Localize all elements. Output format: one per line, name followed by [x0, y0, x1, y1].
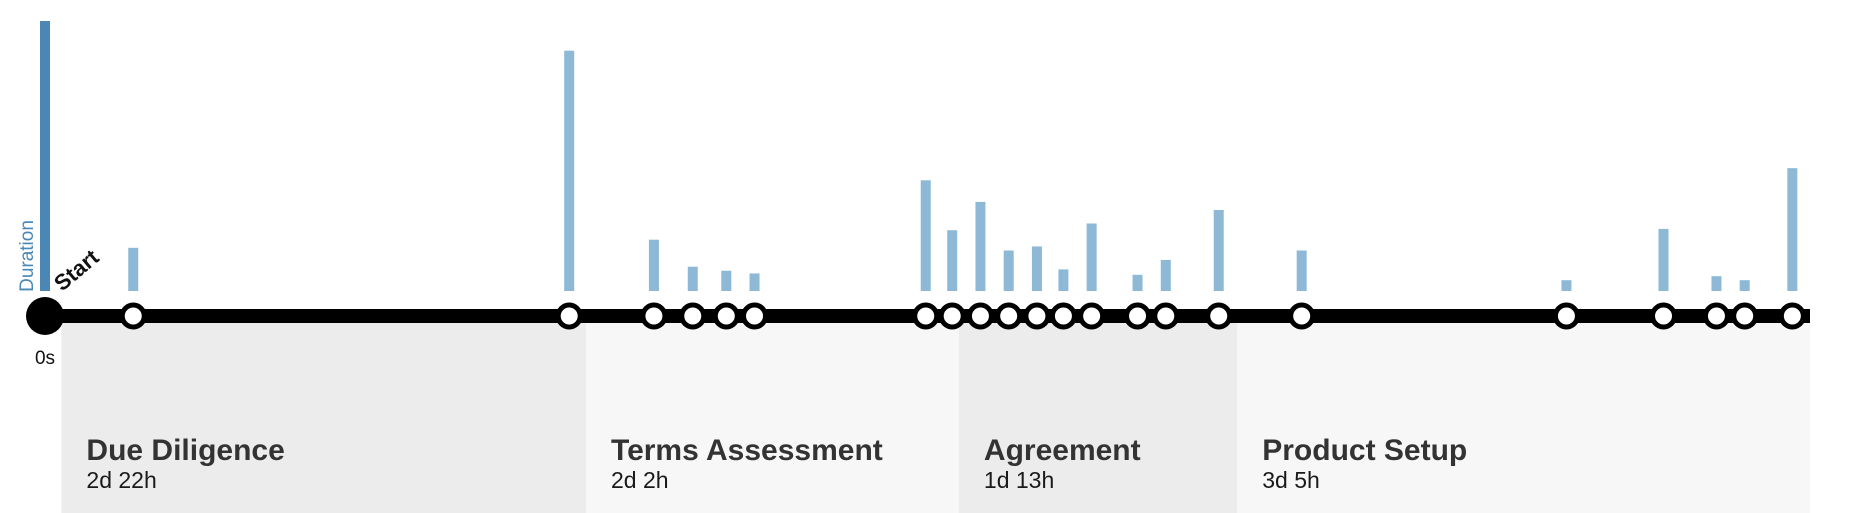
event-node — [1023, 302, 1051, 330]
event-node — [640, 302, 668, 330]
duration-bar — [1213, 210, 1224, 291]
event-node — [1702, 302, 1730, 330]
start-marker — [26, 297, 64, 335]
event-node — [1049, 302, 1077, 330]
event-node — [712, 302, 740, 330]
duration-bar — [564, 50, 575, 292]
bar-layer — [128, 50, 1798, 292]
phase-name: Terms Assessment — [611, 434, 883, 467]
duration-bar — [1561, 280, 1572, 291]
event-node — [1288, 302, 1316, 330]
duration-bar — [947, 230, 958, 291]
duration-bar — [1058, 269, 1069, 291]
duration-bar — [1031, 246, 1042, 291]
duration-bar — [721, 270, 732, 291]
duration-bar — [1160, 259, 1171, 291]
event-node — [966, 302, 994, 330]
phase-name: Product Setup — [1262, 434, 1467, 467]
duration-bar — [1787, 168, 1798, 291]
phase-duration: 2d 2h — [611, 467, 669, 493]
zero-time-label: 0s — [35, 348, 55, 369]
event-node — [912, 302, 940, 330]
phase-duration: 2d 22h — [86, 467, 156, 493]
start-label: Start — [49, 244, 104, 296]
event-node — [1552, 302, 1580, 330]
duration-bar — [648, 239, 659, 291]
event-node-layer — [119, 302, 1806, 330]
event-node — [1078, 302, 1106, 330]
duration-bar — [1003, 250, 1014, 291]
event-node — [1731, 302, 1759, 330]
duration-bar — [749, 273, 760, 291]
event-node — [1152, 302, 1180, 330]
event-node — [555, 302, 583, 330]
event-node — [119, 302, 147, 330]
duration-bar — [128, 247, 139, 291]
event-node — [1124, 302, 1152, 330]
duration-bar — [1739, 280, 1750, 291]
phase-duration: 3d 5h — [1262, 467, 1320, 493]
event-node — [1650, 302, 1678, 330]
duration-bar — [920, 180, 931, 291]
phase-name: Due Diligence — [86, 434, 284, 467]
duration-axis-bar — [40, 21, 50, 291]
phase-band — [585, 322, 959, 513]
duration-bar — [1296, 250, 1307, 291]
event-node — [995, 302, 1023, 330]
event-node — [741, 302, 769, 330]
event-node — [938, 302, 966, 330]
duration-axis-label: Duration — [17, 220, 38, 292]
duration-bar — [1658, 228, 1669, 291]
duration-bar — [975, 201, 986, 291]
phase-band — [1237, 322, 1810, 513]
phase-duration: 1d 13h — [984, 467, 1054, 493]
duration-bar — [1086, 223, 1097, 291]
phase-band — [958, 322, 1238, 513]
event-node — [1778, 302, 1806, 330]
event-node — [679, 302, 707, 330]
event-node — [1205, 302, 1233, 330]
duration-bar — [687, 266, 698, 291]
duration-bar — [1711, 276, 1722, 291]
phase-band — [61, 322, 586, 513]
phase-name: Agreement — [984, 434, 1141, 467]
duration-bar — [1132, 274, 1143, 291]
